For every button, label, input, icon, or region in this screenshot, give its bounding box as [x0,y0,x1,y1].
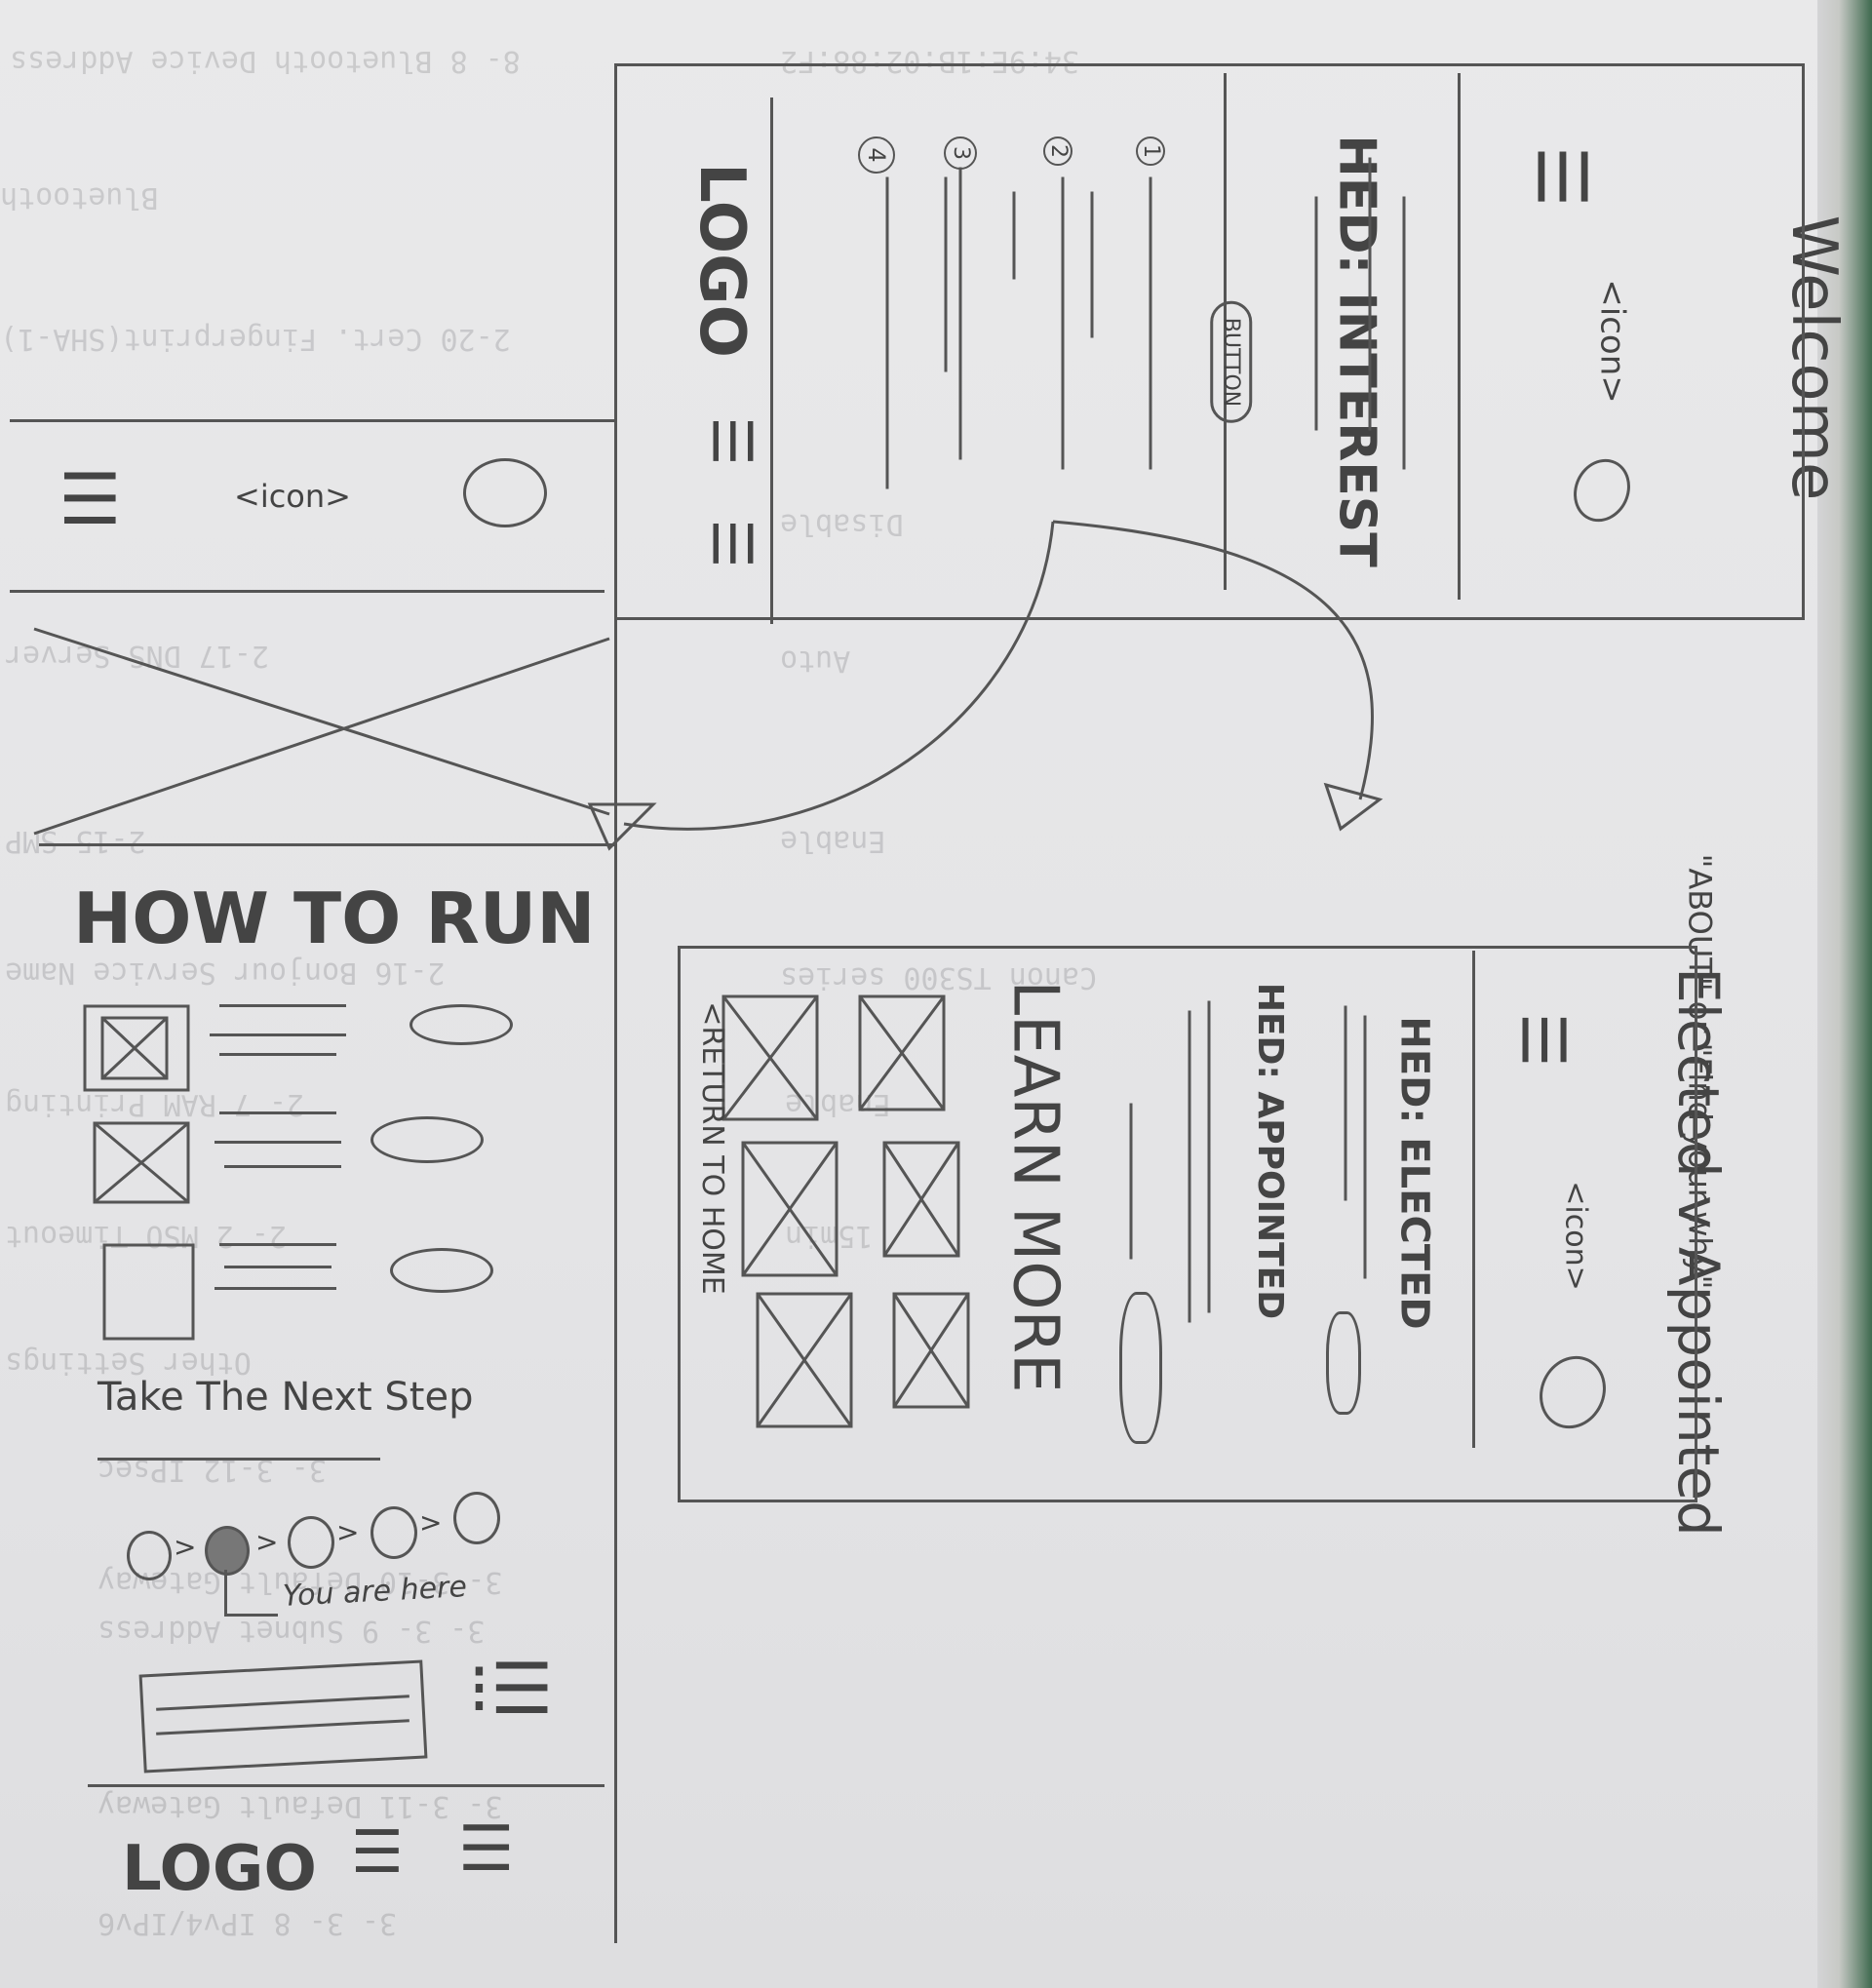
step-chevron: > [419,1506,443,1539]
how-to-run-footer-logo: LOGO [122,1833,317,1905]
welcome-logo-divider [770,97,773,624]
how-to-run-heading: HOW TO RUN [73,877,596,959]
list-action-button[interactable] [370,1116,484,1163]
how-to-run-profile-icon[interactable] [463,458,547,527]
image-placeholder[interactable] [892,1292,970,1409]
list-text-line [219,1111,336,1114]
you-are-here-pointer [224,1570,227,1614]
list-text-line [224,1266,332,1268]
about-header-divider [1472,951,1475,1448]
list-action-button[interactable] [410,1004,513,1045]
step-chevron: > [174,1531,197,1563]
list-text-line [219,1053,336,1056]
welcome-hero-divider [1224,73,1227,590]
list-thumbnail [83,1004,190,1092]
list-action-button[interactable] [390,1248,493,1293]
welcome-frame [614,63,1805,620]
step-dot-current[interactable] [205,1526,250,1576]
footer-menu-icon: ☰ [351,1818,404,1887]
list-text-line [219,1004,346,1007]
how-to-run-footer-divider [88,1784,604,1787]
list-thumbnail [102,1243,195,1341]
image-placeholder[interactable] [722,994,819,1121]
list-text-line [219,1243,336,1246]
image-placeholder[interactable] [858,994,946,1111]
how-to-run-icon-placeholder: <icon> [234,478,351,515]
list-text-line [214,1287,336,1290]
list-text-line [214,1141,341,1144]
how-to-run-menu-icon[interactable]: ☰ [58,458,122,540]
next-step-underline [98,1458,380,1461]
image-placeholder[interactable] [741,1141,838,1277]
hero-image-placeholder [33,627,610,836]
step-dot[interactable] [370,1506,417,1559]
step-chevron: > [336,1516,360,1548]
image-placeholder[interactable] [882,1141,960,1258]
paper-edge [1817,0,1872,1988]
list-thumbnail [93,1121,190,1204]
how-to-run-frame [10,419,617,1943]
step-dot[interactable] [453,1492,500,1544]
welcome-header-divider [1458,73,1461,600]
hero-image-bottom [39,843,614,846]
appointed-button[interactable] [1119,1292,1162,1444]
elected-button[interactable] [1326,1311,1361,1415]
step-dot[interactable] [288,1516,334,1569]
how-to-run-header-divider [10,590,604,593]
image-placeholder[interactable] [756,1292,853,1428]
list-text-line [224,1165,341,1168]
footer-menu-icon: ☰ [458,1813,515,1886]
list-text-line [210,1033,346,1036]
about-frame [678,946,1697,1502]
more-options-icon[interactable]: ⁝☰ [468,1648,554,1730]
next-step-heading: Take The Next Step [98,1375,474,1420]
step-chevron: > [255,1526,279,1558]
you-are-here-pointer [224,1614,278,1617]
step-dot[interactable] [127,1531,172,1580]
